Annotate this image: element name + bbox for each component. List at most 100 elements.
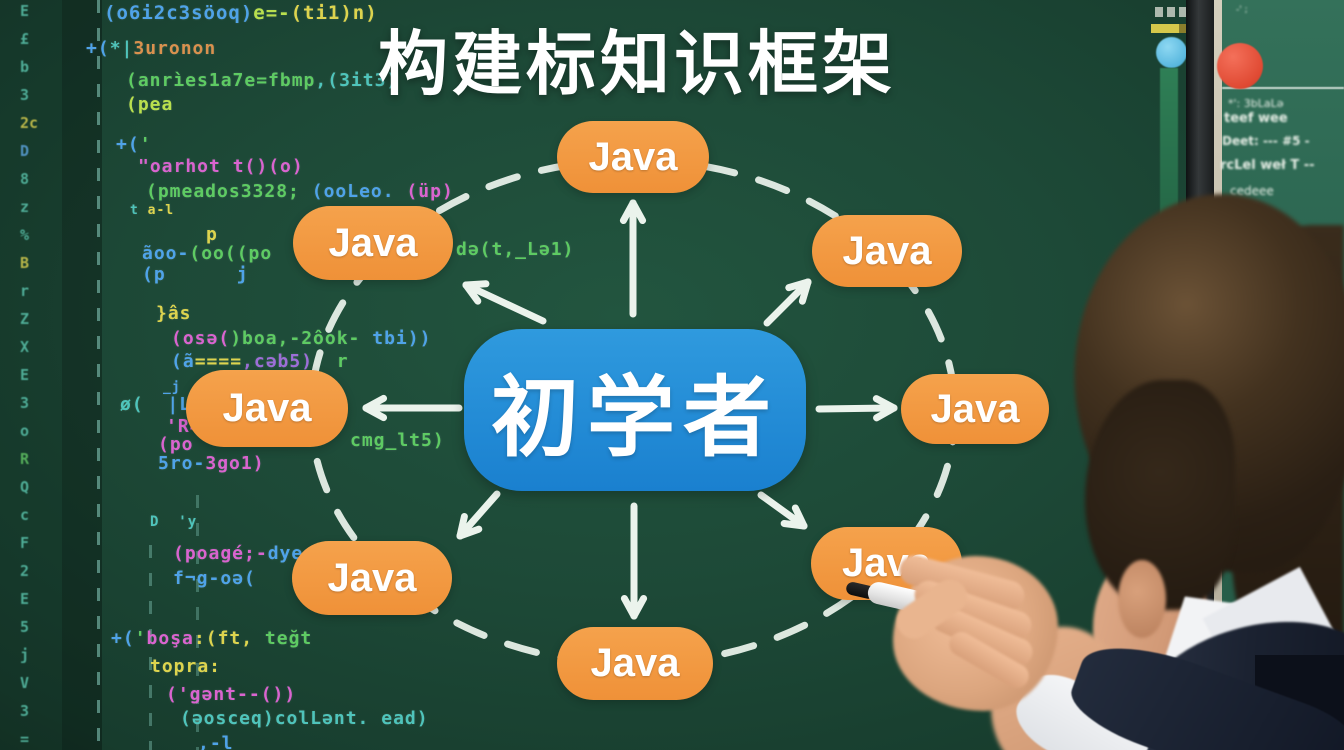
code-line: t a-l	[130, 203, 174, 218]
code-token: topra:	[150, 656, 222, 677]
arrow-head-up	[619, 199, 637, 225]
gutter-glyph: b	[20, 58, 30, 76]
code-token: (ooLeo.	[299, 181, 395, 202]
code-token: (üp)	[394, 181, 454, 202]
code-line: (əosceq)colLənt. ead)	[180, 708, 429, 729]
node-java-lower-right: Java	[811, 527, 962, 600]
handwriting-line: teef wee	[1224, 111, 1288, 126]
code-token: (ti1)n)	[290, 2, 378, 24]
code-token: (anrìes1a7e=fbmp	[126, 70, 316, 91]
gutter-glyph: 5	[20, 618, 30, 636]
code-token: +(	[111, 628, 135, 649]
code-line: }âs	[156, 303, 192, 324]
code-token: r	[313, 351, 349, 372]
gutter-glyph: E	[20, 590, 30, 608]
gutter-glyph: D	[20, 142, 30, 160]
gutter-glyph: E	[20, 2, 30, 20]
code-line: +(*|3uronon	[86, 38, 216, 59]
gutter-glyph: 3	[20, 394, 30, 412]
gutter-glyph: £	[20, 30, 30, 48]
arrow-up-left	[462, 281, 547, 325]
code-token: f¬g-oə(	[173, 568, 256, 589]
code-line: (p j	[142, 264, 249, 285]
code-token: (po	[158, 434, 194, 455]
code-token: (oo((po	[189, 243, 273, 264]
code-token: teğt	[253, 628, 313, 649]
code-token: (pmeados3328;	[146, 181, 300, 202]
board-frame-edge	[1214, 0, 1222, 750]
gutter-glyph: r	[20, 282, 30, 300]
code-line: cmg_lt5)	[350, 430, 445, 451]
code-token: *|	[109, 38, 134, 59]
code-line: (pmeados3328; (ooLeo. (üp)	[146, 181, 454, 202]
code-line: p	[206, 224, 218, 245]
gutter-glyph: Z	[20, 310, 30, 328]
code-line: _j	[163, 380, 181, 395]
gutter-glyph: E	[20, 366, 30, 384]
monitor-bezel	[1186, 0, 1214, 750]
code-token: '	[134, 628, 147, 649]
code-line: D 'y	[150, 514, 197, 530]
arrow-head-right	[872, 395, 898, 412]
code-token: "oarhot t()(o)	[138, 156, 304, 177]
code-line: (o6i2c3söoq)e=-(ti1)n)	[104, 2, 378, 24]
code-line: (anrìes1a7e=fbmp,(3it3)	[126, 70, 398, 91]
gutter-glyph: X	[20, 338, 30, 356]
node-java-bottom: Java	[557, 627, 713, 700]
gutter-glyph: 8	[20, 170, 30, 188]
code-token: cmg_lt5)	[350, 430, 445, 451]
arrow-up-right	[763, 278, 812, 327]
gutter-glyph: =	[20, 730, 30, 748]
yellow-bar-icon	[1151, 24, 1187, 33]
code-token: +(	[116, 134, 140, 155]
code-line: 5ro-3go1)	[158, 453, 265, 474]
handwriting-line: cedeee	[1230, 184, 1274, 198]
gutter-glyph: %	[20, 226, 30, 244]
code-line: ãoo-(oo((po	[142, 243, 272, 264]
gutter-glyph: Q	[20, 478, 30, 496]
blue-dot-icon	[1156, 37, 1187, 68]
gutter-glyph: R	[20, 450, 30, 468]
code-token: (o6i2c3söoq)	[104, 2, 254, 24]
arrow-head-down-left	[456, 525, 483, 540]
code-line: +('	[116, 134, 152, 155]
code-token: (ã	[171, 351, 195, 372]
handwriting-line: -' ;	[1236, 5, 1248, 15]
mini-square-icon	[1155, 7, 1163, 17]
code-token: ,(3it3)	[315, 70, 399, 91]
handwriting-rule	[1222, 87, 1344, 89]
handwriting-line: -----------	[1222, 199, 1258, 209]
code-token: ø(	[120, 394, 156, 415]
code-token: boşa	[146, 628, 194, 649]
gutter-glyph: j	[20, 646, 30, 664]
gutter-glyph: z	[20, 198, 30, 216]
code-token: _j	[163, 380, 181, 395]
arrow-down-left	[456, 490, 501, 540]
node-java-upper-left: Java	[293, 206, 453, 280]
arrow-right	[815, 404, 898, 413]
code-token: (poagé;-	[173, 543, 268, 564]
code-token: də(t,_Lə1)	[456, 239, 575, 260]
code-token: +(	[86, 38, 110, 59]
gutter-glyph: 3	[20, 86, 30, 104]
code-line: ('gənt--())	[166, 684, 296, 705]
code-token: ,-l	[198, 733, 234, 750]
code-token: (pea	[126, 94, 174, 115]
mini-square-icon	[1167, 7, 1175, 17]
code-token: ====	[194, 351, 243, 372]
code-line: +('boşa:(ft, teğt	[111, 628, 312, 649]
code-token: ãoo-	[142, 243, 190, 264]
arrow-down-right	[757, 491, 808, 530]
handwriting-line: Bi--	[1226, 216, 1250, 230]
code-token: )boa,-2ôok-	[230, 328, 361, 349]
indent-guide	[196, 495, 199, 750]
code-token: D 'y	[150, 514, 198, 530]
center-node-label: 初学者	[490, 367, 779, 467]
code-token: e=-	[253, 2, 291, 24]
handwriting-line: Deet: --- #5 -	[1222, 134, 1310, 148]
gutter-glyph: 3	[20, 702, 30, 720]
center-node-beginner: 初学者	[464, 329, 806, 491]
mini-square-icon	[1179, 7, 1187, 17]
